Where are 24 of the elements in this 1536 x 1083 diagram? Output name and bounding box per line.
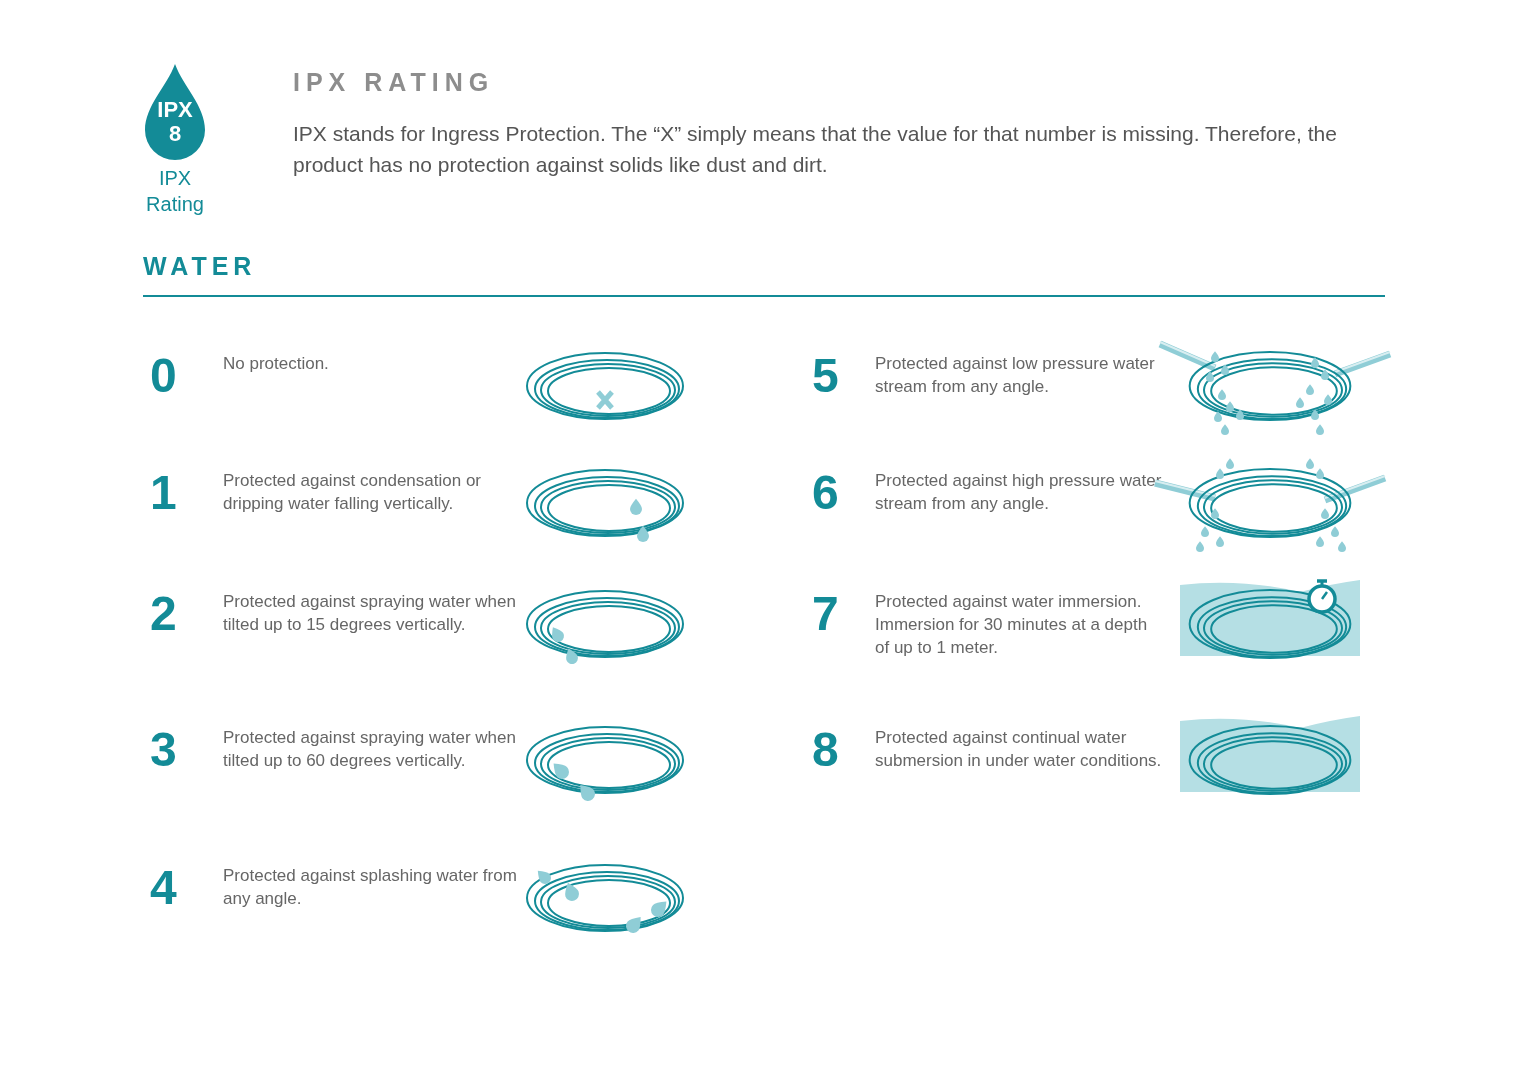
intro-paragraph: IPX stands for Ingress Protection. The “X” simply means that the value for that number is missing. Therefore, the product has no protection against solids like dust and dirt.	[293, 121, 1338, 178]
drop-badge	[145, 64, 205, 162]
rating-description: Protected against splashing water from any angle.	[223, 865, 518, 910]
rating-description: No protection.	[223, 353, 330, 375]
section-heading: WATER	[143, 252, 257, 281]
rating-description: Protected against spraying water when tilted up to 60 degrees vertically.	[223, 727, 517, 772]
rating-description: Protected against spraying water when tilted up to 15 degrees vertically.	[223, 591, 517, 636]
rating-description: Protected against condensation or dripping water falling vertically.	[223, 470, 482, 515]
rating-description: Protected against low pressure water stream from any angle.	[875, 353, 1156, 398]
rating-number: 3	[150, 726, 177, 774]
rating-number: 7	[812, 590, 839, 638]
rating-number: 2	[150, 590, 177, 638]
rating-number: 8	[812, 726, 839, 774]
rating-number: 1	[150, 469, 177, 517]
rating-description: Protected against high pressure water stream from any angle.	[875, 470, 1163, 515]
badge-text: IPX 8	[156, 98, 194, 146]
rating-description: Protected against water immersion. Immersion for 30 minutes at a depth of up to 1 meter.	[875, 591, 1149, 659]
rating-number: 0	[150, 352, 177, 400]
rating-number: 4	[150, 864, 177, 912]
badge-caption: IPX Rating	[145, 166, 205, 217]
rating-number: 5	[812, 352, 839, 400]
rating-number: 6	[812, 469, 839, 517]
heading: IPX RATING	[293, 68, 495, 97]
rating-description: Protected against continual water submersion in under water conditions.	[875, 727, 1163, 772]
